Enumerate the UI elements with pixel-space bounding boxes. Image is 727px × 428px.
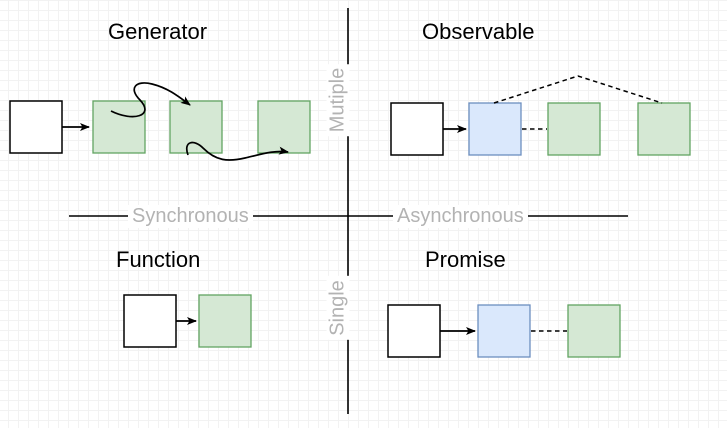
promise-pending-box (477, 304, 531, 358)
generator-value-box-3 (257, 100, 311, 154)
quadrant-title-generator: Generator (108, 19, 208, 44)
axis-label-multiple: Mutiple (326, 63, 350, 137)
observable-value-box-1 (547, 102, 601, 156)
quadrant-title-promise: Promise (425, 247, 506, 272)
generator-value-box-1 (92, 100, 146, 154)
generator-yield-arrow-1 (110, 82, 191, 118)
function-value-box (198, 294, 252, 348)
observable-source-box (390, 102, 444, 156)
quadrant-title-observable: Observable (422, 19, 535, 44)
generator-source-box (9, 100, 63, 154)
axis-label-synchronous: Synchronous (128, 205, 253, 228)
observable-value-box-2 (637, 102, 691, 156)
generator-value-box-2 (169, 100, 223, 154)
axis-label-single: Single (326, 276, 350, 340)
quadrant-observable-shapes (390, 75, 691, 156)
generator-yield-arrow-2 (185, 141, 289, 161)
observable-emit-arc (493, 75, 663, 104)
promise-value-box (567, 304, 621, 358)
promise-source-box (387, 304, 441, 358)
function-source-box (123, 294, 177, 348)
axis-label-asynchronous: Asynchronous (393, 205, 528, 228)
quadrant-generator-shapes (9, 82, 311, 161)
observable-stream-box (468, 102, 522, 156)
quadrant-title-function: Function (116, 247, 201, 272)
quadrant-function-shapes (123, 294, 252, 348)
quadrant-promise-shapes (387, 304, 621, 358)
